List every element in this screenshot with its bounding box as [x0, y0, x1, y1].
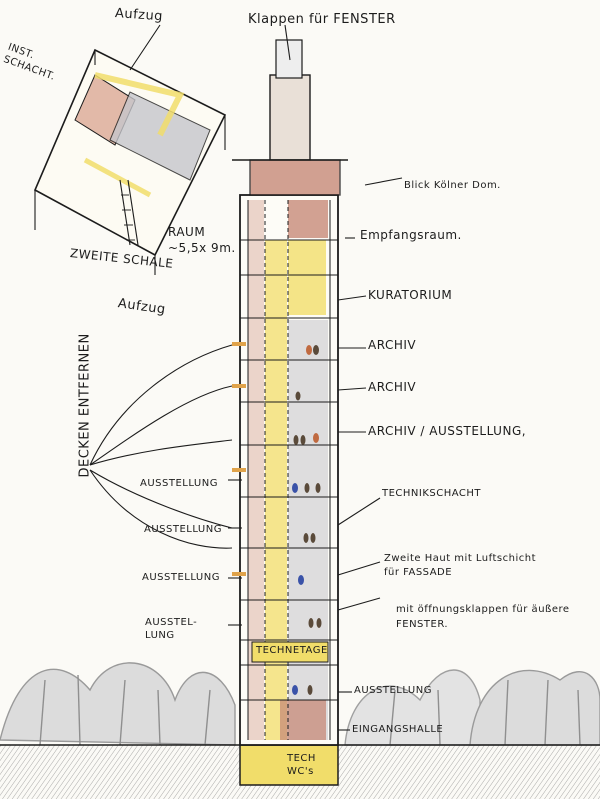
ausstellung-4-label: AUSSTEL-LUNG	[145, 617, 198, 641]
eingangshalle-label: EINGANGSHALLE	[352, 724, 444, 735]
ausstellung-1-label: AUSSTELLUNG	[140, 478, 218, 489]
annotation-arrows	[89, 24, 403, 731]
archiv-ausstellung-label: ARCHIV / AUSSTELLUNG,	[368, 424, 527, 438]
basement	[239, 744, 339, 786]
raum-label: RAUM ~5,5x 9m.	[168, 225, 236, 255]
archiv-1-label: ARCHIV	[368, 338, 417, 352]
archiv-2-label: ARCHIV	[368, 380, 417, 394]
klappen-fenster-label: Klappen für FENSTER	[248, 12, 396, 27]
tower-section	[232, 39, 348, 746]
ausstellung-2-label: AUSSTELLUNG	[144, 524, 222, 535]
oeffnungsklappen-label: mit öffnungsklappen für äußere FENSTER.	[396, 604, 570, 630]
empfangsraum-label: Empfangsraum.	[360, 228, 462, 242]
perspective-detail	[33, 48, 227, 275]
decken-entfernen-label: DECKEN ENTFERNEN	[77, 333, 93, 478]
blick-koelner-dom-label: Blick Kölner Dom.	[404, 180, 501, 191]
ausstellung-3-label: AUSSTELLUNG	[142, 572, 220, 583]
tech-wcs-label: TECH WC's	[287, 753, 316, 777]
technetage-label: TECHNETAGE	[256, 645, 328, 656]
ausstellung-5-label: AUSSTELLUNG	[354, 685, 432, 696]
tree-line	[0, 662, 600, 746]
zweite-haut-label: Zweite Haut mit Luftschicht für FASSADE	[384, 553, 536, 578]
kuratorium-label: KURATORIUM	[368, 288, 453, 302]
visitor-figures	[292, 345, 322, 695]
technikschacht-label: TECHNIKSCHACHT	[382, 488, 482, 499]
